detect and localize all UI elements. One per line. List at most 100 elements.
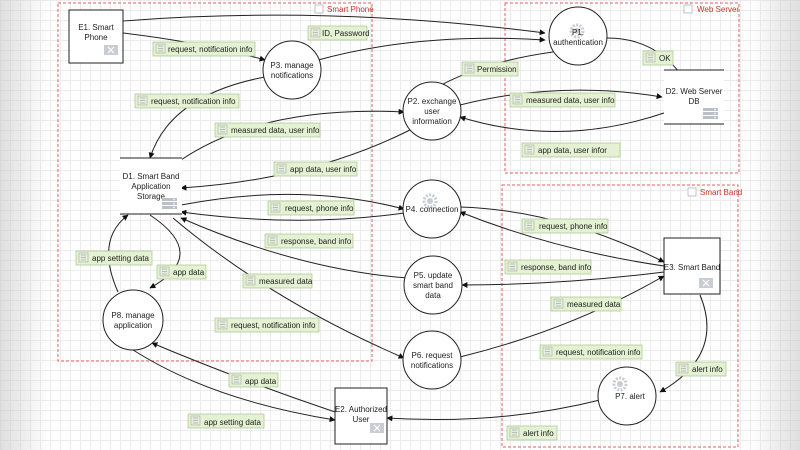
flow-label-text: app setting data xyxy=(92,254,149,263)
flow-label-p7-to-e2[interactable]: alert info xyxy=(506,425,558,441)
flow-label-text: Permission xyxy=(477,65,517,74)
flow-label-text: alert info xyxy=(692,365,723,374)
flow-label-p3-to-d1[interactable]: request, notification info xyxy=(134,93,240,109)
store-d1-label-3: Storage xyxy=(137,192,166,201)
close-icon xyxy=(370,423,384,433)
process-p3-label-1: P3. manage xyxy=(270,61,314,70)
flow-label-e3-to-p4[interactable]: response, band info xyxy=(504,259,592,275)
flow-p5-to-d1 xyxy=(180,217,409,279)
process-p5-update-smart-band-data[interactable]: P5. update smart band data xyxy=(403,255,463,315)
flow-label-text: measured data xyxy=(259,277,313,286)
process-p1-authentication[interactable]: P1. authentication xyxy=(548,6,608,66)
flow-label-p8-to-d1[interactable]: app setting data xyxy=(75,250,153,266)
flow-p7-to-e2 xyxy=(386,399,601,422)
flow-label-text: response, band info xyxy=(521,263,592,272)
flow-d1-to-p2 xyxy=(177,108,405,163)
flow-p4-to-d1 xyxy=(180,209,405,221)
flow-label-d2-to-p2[interactable]: app data, user infor xyxy=(521,142,621,158)
flow-p6-to-e3 xyxy=(459,275,665,358)
flow-label-p4-to-d1[interactable]: response, band info xyxy=(264,233,354,249)
flow-label-p2-to-d2[interactable]: measured data, user info xyxy=(509,92,616,108)
flow-label-p5-to-d1[interactable]: measured data xyxy=(242,273,313,289)
flow-e1-to-p1 xyxy=(122,14,546,36)
flow-label-p2-to-d1[interactable]: app data, user info xyxy=(273,161,358,177)
flow-label-text: request, notification info xyxy=(556,348,641,357)
flow-d2-to-p2 xyxy=(459,112,665,133)
process-p6-request-notifications[interactable]: P6. request notifications xyxy=(402,330,462,390)
flow-label-text: app data, user info xyxy=(290,165,357,174)
flow-p8-to-d1 xyxy=(108,214,129,293)
flow-label-text: request, phone info xyxy=(285,204,354,213)
process-p5-label-3: data xyxy=(425,291,441,300)
process-p1-label-2: authentication xyxy=(553,38,603,47)
right-edge-shadow xyxy=(750,0,800,450)
store-d1-smart-band-app-storage[interactable]: D1. Smart Band Application Storage xyxy=(120,157,182,215)
flow-label-p1-to-p2[interactable]: Permission xyxy=(461,61,519,77)
process-p1-label-1: P1. xyxy=(572,28,584,37)
entity-e3-label-1: E3. Smart Band xyxy=(664,263,720,272)
process-p7-label-1: P7. alert xyxy=(615,392,646,401)
process-p7-alert[interactable]: P7. alert xyxy=(597,366,657,426)
zone-label-smart-band: Smart Band xyxy=(700,188,742,197)
flow-label-d1-to-p8[interactable]: app data xyxy=(156,264,207,280)
flow-label-text: request, notification info xyxy=(231,321,316,330)
data-flows xyxy=(108,14,708,423)
process-p2-label-1: P2. exchange xyxy=(408,97,457,106)
flow-labels: request, notification info ID, Password … xyxy=(75,25,727,441)
entity-e3-smart-band[interactable]: E3. Smart Band xyxy=(663,237,721,295)
process-p8-label-1: P8. manage xyxy=(111,311,155,320)
close-icon xyxy=(104,45,118,55)
flow-label-e3-to-p5[interactable]: measured data xyxy=(550,296,622,312)
store-d2-label-1: D2. Web Server xyxy=(666,87,723,96)
flow-label-text: measured data xyxy=(567,300,621,309)
flow-label-text: app data, user infor xyxy=(538,146,607,155)
flow-label-text: app data xyxy=(245,377,277,386)
store-d2-label-2: DB xyxy=(688,97,699,106)
flow-p4-to-e3 xyxy=(459,206,665,263)
process-p3-manage-notifications[interactable]: P3. manage notifications xyxy=(262,40,322,100)
gear-icon xyxy=(422,193,438,209)
flow-label-p8-to-e2[interactable]: app data xyxy=(228,372,279,388)
flow-label-p4-to-e3[interactable]: request, phone info xyxy=(521,218,609,234)
flow-label-text: request, phone info xyxy=(539,222,608,231)
store-d1-label-1: D1. Smart Band xyxy=(123,172,180,181)
flow-label-text: request, notification info xyxy=(151,97,236,106)
process-p5-label-1: P5. update xyxy=(414,271,453,280)
process-p4-connection[interactable]: P4. connection xyxy=(402,179,462,239)
process-p2-label-3: information xyxy=(412,117,452,126)
flow-p3-to-p1 xyxy=(317,36,546,61)
process-p8-manage-application[interactable]: P8. manage application xyxy=(102,289,164,351)
process-p2-label-2: user xyxy=(424,107,440,116)
entity-e2-label-2: User xyxy=(353,415,370,424)
flow-label-text: OK xyxy=(659,54,671,63)
flow-e3-to-p5 xyxy=(461,271,665,288)
process-p2-exchange-user-information[interactable]: P2. exchange user information xyxy=(402,81,462,141)
flow-label-text: request, notification info xyxy=(168,45,253,54)
flow-label-e1-to-p3[interactable]: request, notification info xyxy=(152,41,256,57)
flow-label-p6-to-e3[interactable]: request, notification info xyxy=(539,344,643,360)
flow-label-e3-to-p7[interactable]: alert info xyxy=(675,361,727,377)
zone-label-web-server: Web Server xyxy=(697,5,739,14)
flow-label-text: response, band info xyxy=(281,237,352,246)
flow-label-p1-to-d2[interactable]: OK xyxy=(642,50,674,66)
flow-e3-to-p7 xyxy=(659,294,708,393)
flow-p2-to-d1 xyxy=(180,129,411,191)
database-icon xyxy=(162,198,177,209)
entity-e2-authorized-user[interactable]: E2. Authorized User xyxy=(334,387,388,445)
flow-label-text: app data xyxy=(173,268,205,277)
flow-label-text: app setting data xyxy=(204,418,261,427)
close-icon xyxy=(699,278,713,288)
process-p3-label-2: notifications xyxy=(271,71,313,80)
left-edge-shadow xyxy=(0,0,50,450)
flow-label-d1-to-p6[interactable]: request, notification info xyxy=(214,317,320,333)
flow-label-p3-to-p1[interactable]: ID, Password xyxy=(307,25,370,41)
flow-label-e2-to-p8[interactable]: app setting data xyxy=(187,413,265,429)
store-d2-web-server-db[interactable]: D2. Web Server DB xyxy=(664,69,724,125)
flow-label-d1-to-p4[interactable]: request, phone info xyxy=(267,200,355,216)
entity-e1-label-1: E1. Smart xyxy=(78,23,114,32)
trust-boundary-smart-phone: Smart Phone xyxy=(57,2,374,362)
entity-e1-smart-phone[interactable]: E1. Smart Phone xyxy=(68,9,124,64)
gear-icon xyxy=(612,376,628,392)
flow-label-d1-to-p2[interactable]: measured data, user info xyxy=(214,122,321,138)
